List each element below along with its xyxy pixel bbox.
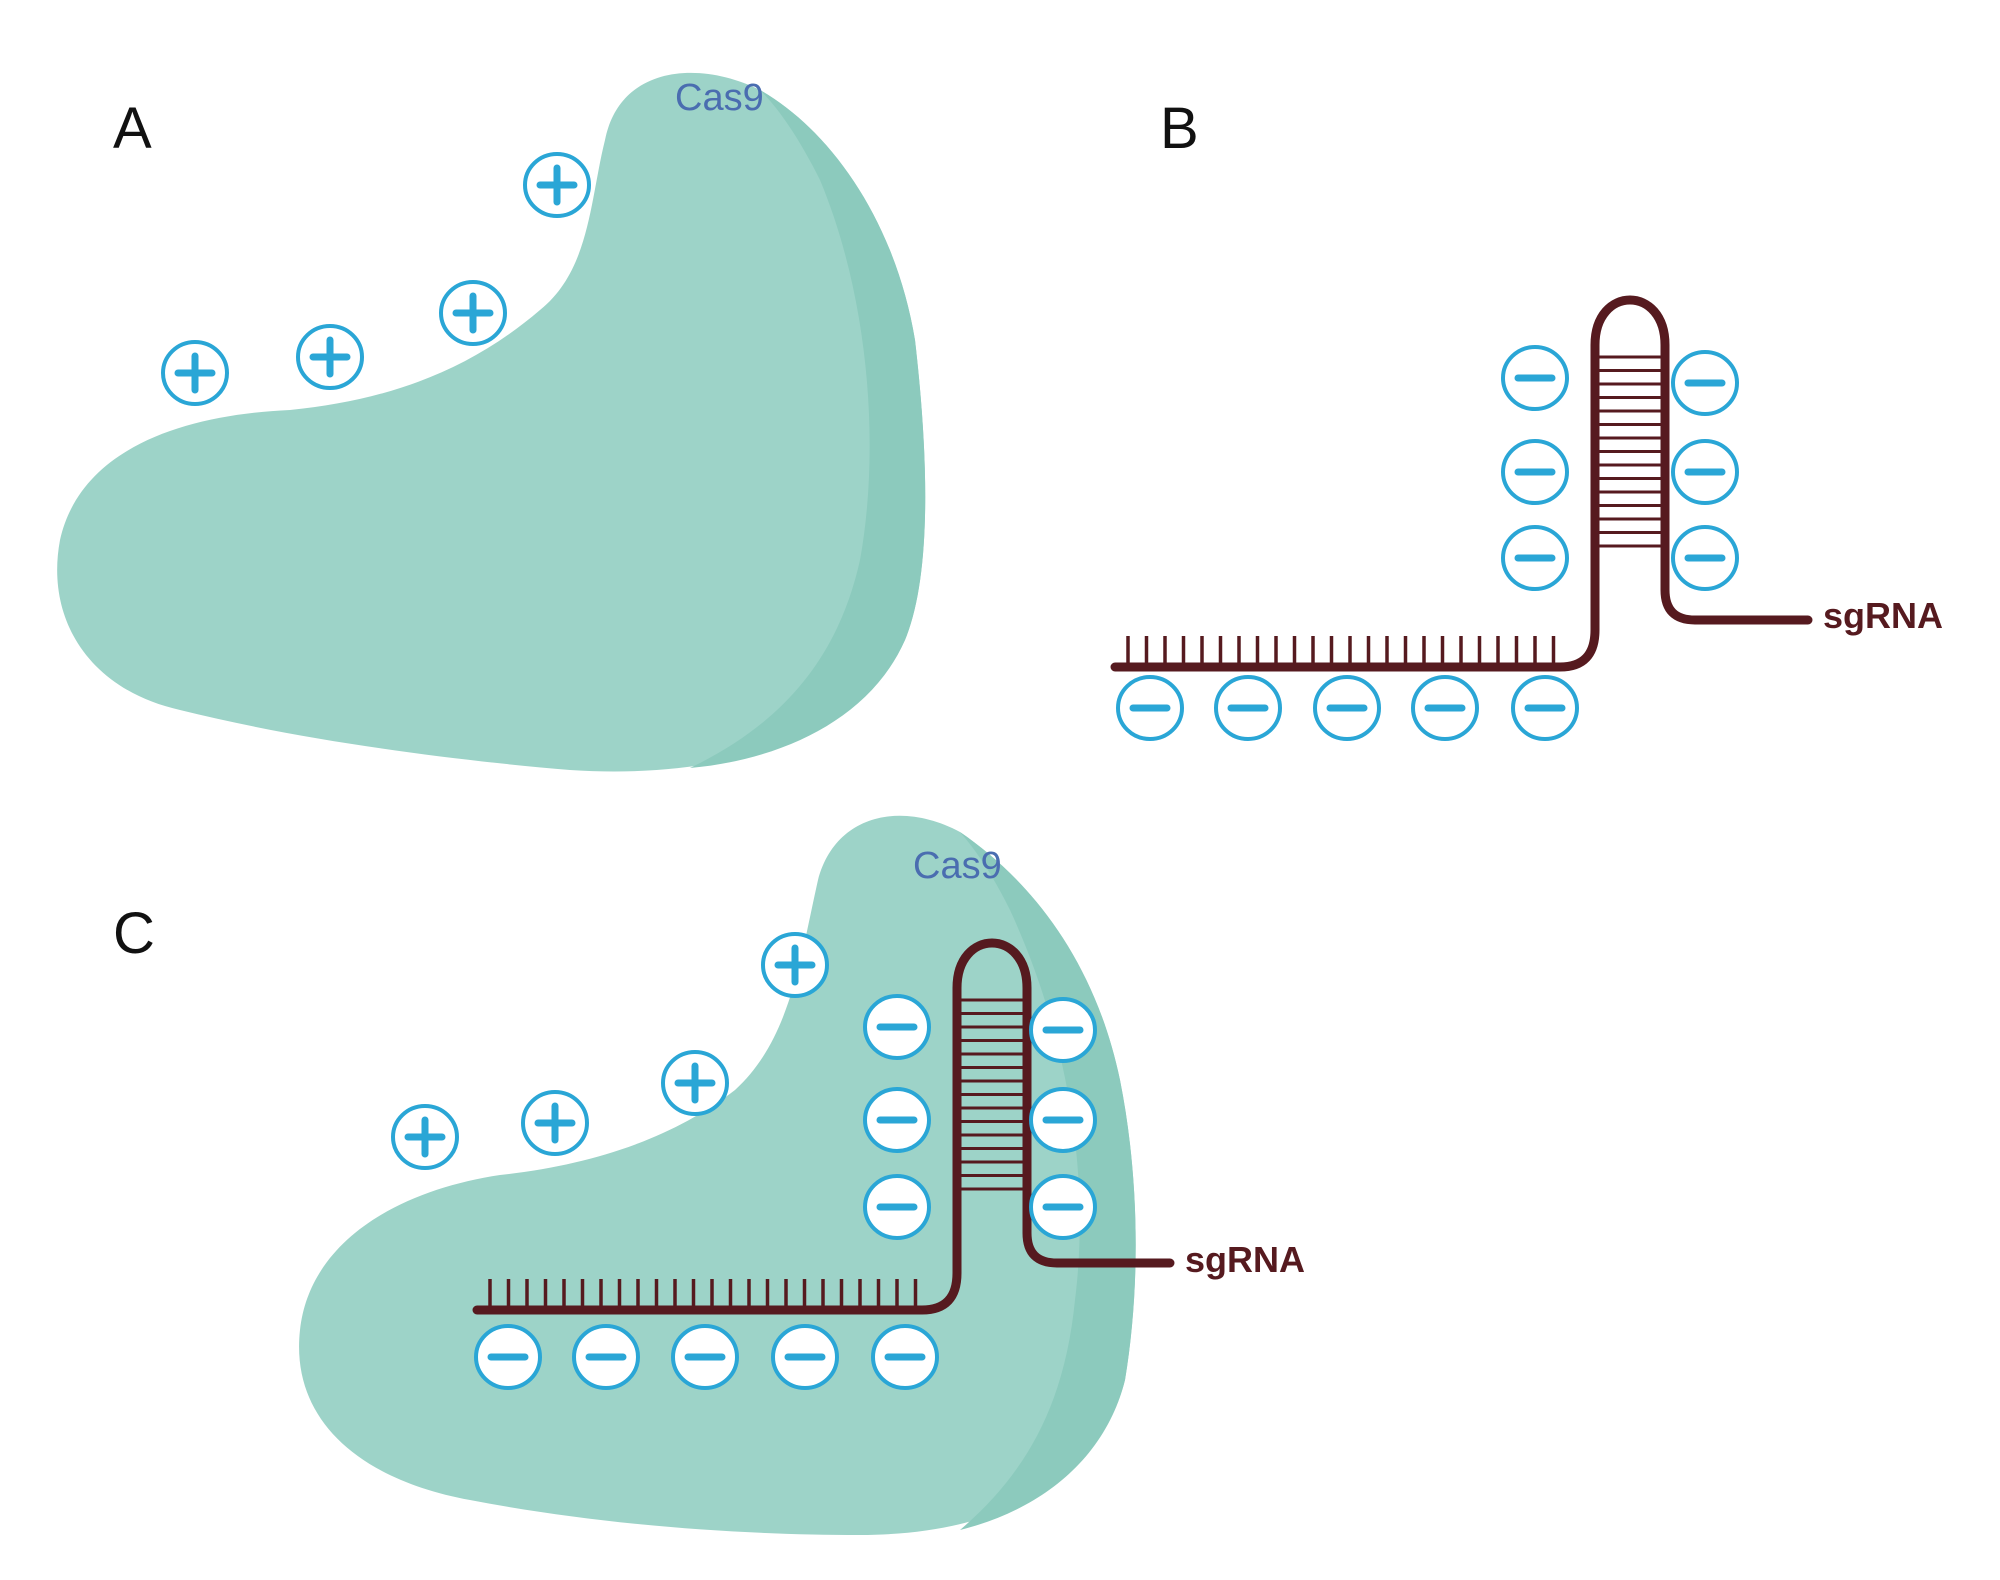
negative-charge-icon xyxy=(572,1324,640,1390)
sgrna-structure-c xyxy=(472,938,1175,1315)
positive-charge-icon xyxy=(521,1090,589,1156)
panel-c: C Cas9 sgRNA xyxy=(113,815,1305,1535)
negative-charge-icon xyxy=(474,1324,542,1390)
sgrna-linear-bases xyxy=(488,1279,918,1308)
positive-charge-icon xyxy=(761,932,829,998)
negative-charge-icon xyxy=(1501,439,1569,505)
negative-charge-icon xyxy=(1029,997,1097,1063)
positive-charge-icon xyxy=(523,152,591,218)
positive-charges-a xyxy=(161,152,591,406)
positive-charge-icon xyxy=(661,1050,729,1116)
negative-charge-icon xyxy=(1671,525,1739,591)
sgrna-stem-base-pairs xyxy=(1599,355,1661,548)
negative-charge-icon xyxy=(871,1324,939,1390)
panel-c-letter: C xyxy=(113,901,155,966)
negative-charge-icon xyxy=(863,994,931,1060)
sgrna-backbone xyxy=(472,938,1175,1315)
panel-a-letter: A xyxy=(113,96,152,161)
negative-charge-icon xyxy=(1411,675,1479,741)
negative-charge-icon xyxy=(1671,350,1739,416)
negative-charge-icon xyxy=(1511,675,1579,741)
cas9-label-a: Cas9 xyxy=(675,77,764,119)
negative-charge-icon xyxy=(1029,1174,1097,1240)
cas9-label-c: Cas9 xyxy=(913,845,1002,887)
negative-charge-icon xyxy=(1501,345,1569,411)
panel-b: B sgRNA xyxy=(1110,96,1943,741)
sgrna-linear-bases xyxy=(1126,636,1556,665)
cas9-protein-a-shade xyxy=(690,90,926,768)
negative-charge-icon xyxy=(1501,525,1569,591)
negative-charge-icon xyxy=(1116,675,1184,741)
negative-charge-icon xyxy=(771,1324,839,1390)
sgrna-label-b: sgRNA xyxy=(1823,595,1943,636)
negative-charge-icon xyxy=(671,1324,739,1390)
panel-a: A Cas9 xyxy=(57,72,926,772)
positive-charge-icon xyxy=(391,1104,459,1170)
negative-charge-icon xyxy=(1029,1087,1097,1153)
positive-charges-c xyxy=(391,932,829,1170)
negative-charge-icon xyxy=(1214,675,1282,741)
negative-charge-icon xyxy=(1671,439,1739,505)
negative-charge-icon xyxy=(1313,675,1381,741)
panel-b-letter: B xyxy=(1160,96,1199,161)
negative-charges-b xyxy=(1116,345,1739,741)
negative-charge-icon xyxy=(863,1087,931,1153)
sgrna-structure-b xyxy=(1110,295,1813,672)
sgrna-label-c: sgRNA xyxy=(1185,1239,1305,1280)
negative-charges-c xyxy=(474,994,1097,1390)
cas9-protein-a xyxy=(57,72,926,772)
positive-charge-icon xyxy=(296,324,364,390)
sgrna-backbone xyxy=(1110,295,1813,672)
positive-charge-icon xyxy=(439,280,507,346)
sgrna-stem-base-pairs xyxy=(961,998,1023,1191)
negative-charge-icon xyxy=(863,1174,931,1240)
cas9-protein-c-shade xyxy=(960,832,1136,1530)
positive-charge-icon xyxy=(161,340,229,406)
